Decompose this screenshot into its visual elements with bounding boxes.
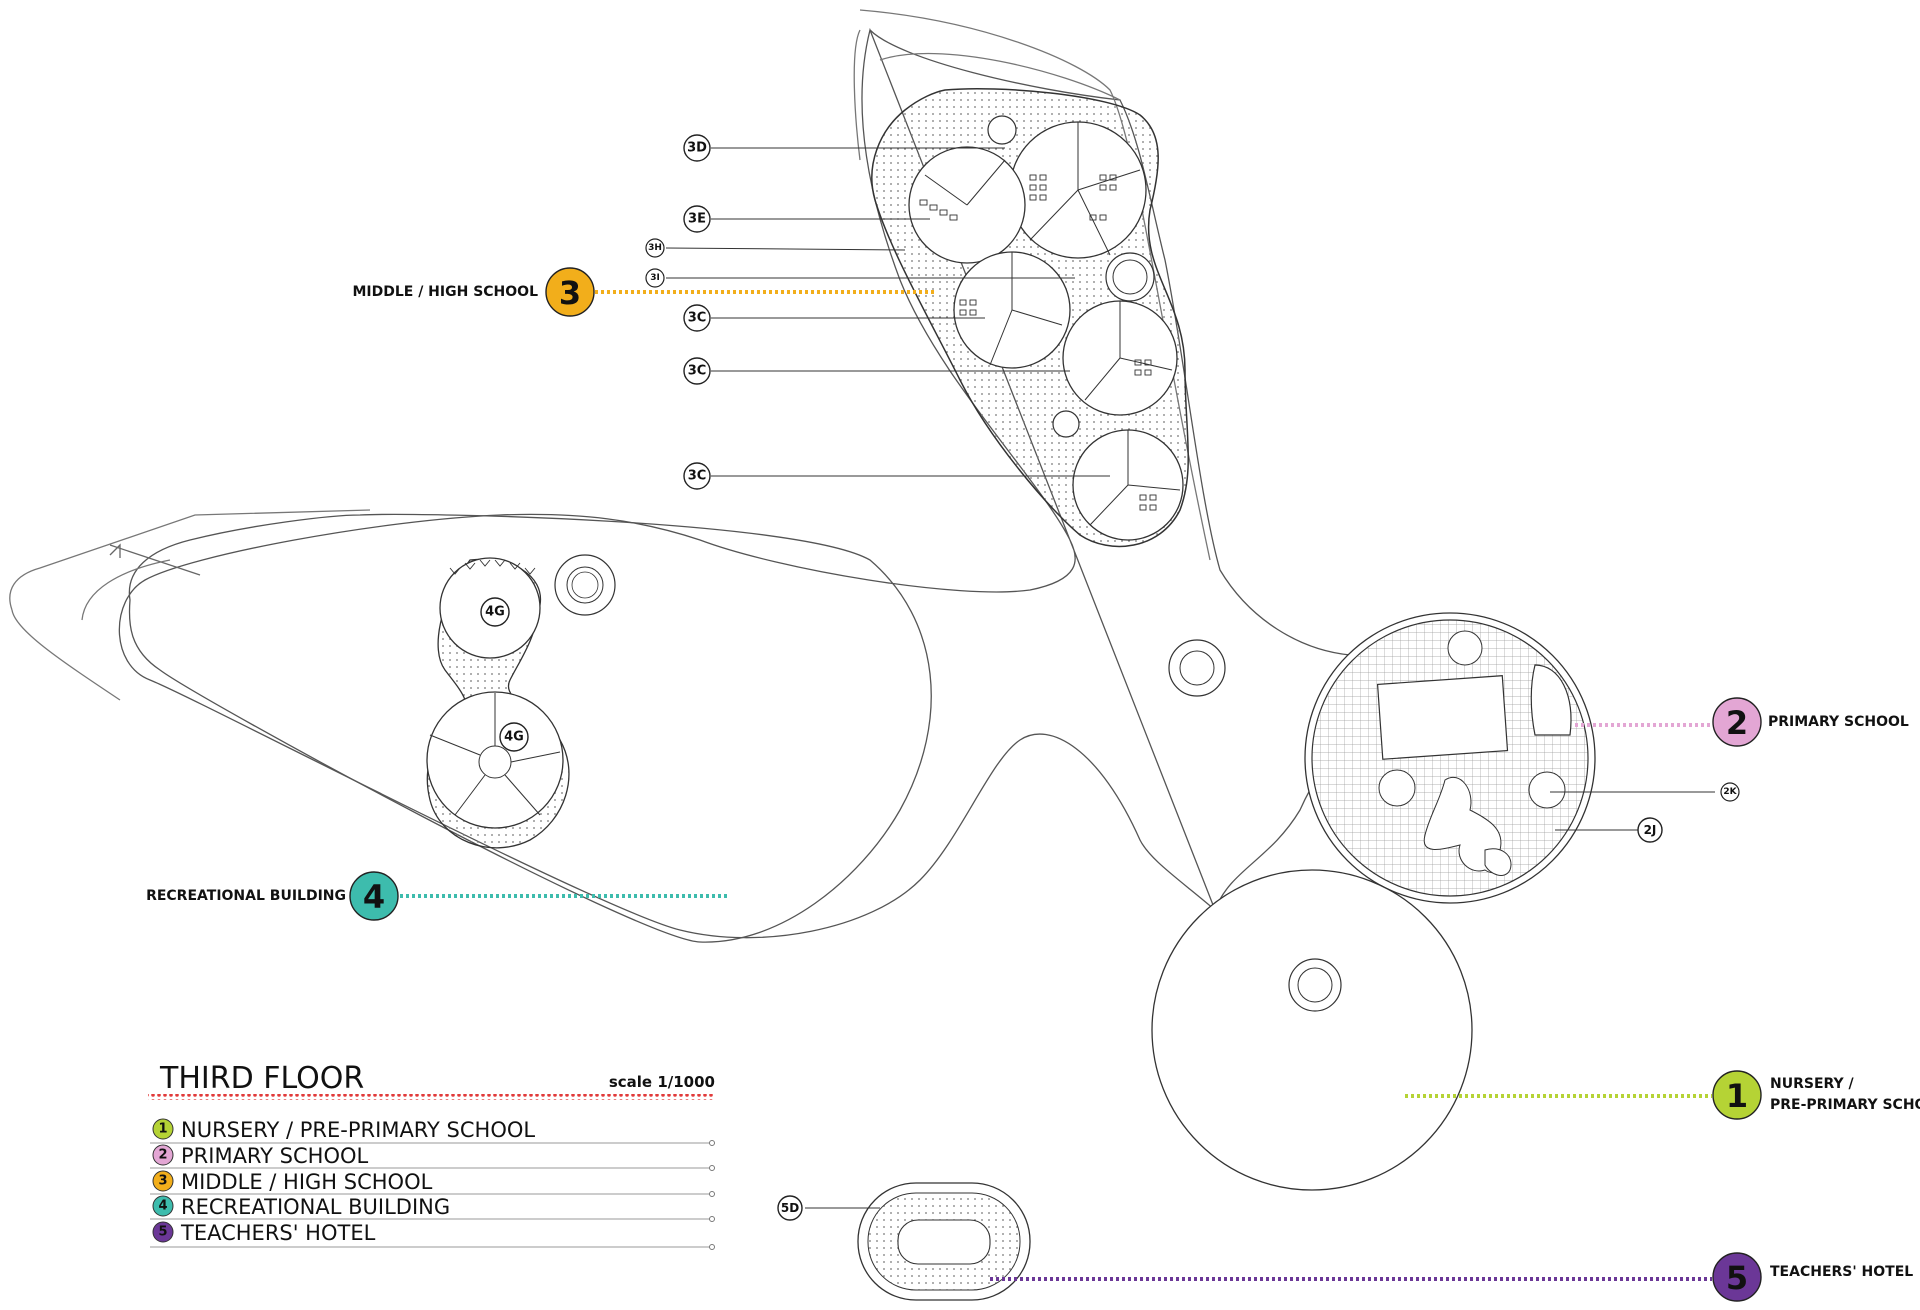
room-tag-3c-1-label: 3C [688,311,707,326]
callout-nursery-label-1: NURSERY / [1770,1076,1855,1092]
callout-middle-school-number: 3 [559,274,581,312]
callout-middle-school: MIDDLE / HIGH SCHOOL 3 [352,267,595,317]
room-tag-4g-2-label: 4G [504,730,524,745]
room-tag-3e: 3E [683,205,711,233]
nursery-block [1151,869,1473,1191]
room-tag-3c-2-label: 3C [688,364,707,379]
middle-school-block [871,88,1190,548]
legend-item-5-label: TEACHERS' HOTEL [180,1221,376,1245]
legend-item-4-label: RECREATIONAL BUILDING [181,1195,450,1219]
callout-hotel-label: TEACHERS' HOTEL [1770,1264,1913,1280]
room-tag-3h: 3H [645,238,665,258]
legend-title-rule [148,1094,713,1100]
callout-hotel: 5 TEACHERS' HOTEL [1712,1252,1913,1302]
callout-nursery-number: 1 [1726,1077,1748,1115]
room-tag-2k-label: 2K [1723,787,1737,797]
room-tag-3d-label: 3D [687,141,707,156]
legend-item-5: 5 TEACHERS' HOTEL [150,1221,715,1250]
legend-item-4-number: 4 [158,1199,167,1214]
callout-recreational-label: RECREATIONAL BUILDING [146,888,346,904]
room-tag-3c-2: 3C [683,357,711,385]
callout-primary-label: PRIMARY SCHOOL [1768,714,1909,730]
legend: THIRD FLOOR scale 1/1000 1 NURSERY / PRE… [148,1061,715,1250]
room-tag-3d: 3D [683,134,711,162]
room-tag-3i: 3I [645,268,665,288]
room-tag-4g-2: 4G [499,722,529,752]
room-tag-3c-1: 3C [683,304,711,332]
recreational-rooms [426,554,616,849]
central-stair [1168,639,1226,697]
room-tag-3i-label: 3I [650,273,660,283]
legend-item-5-number: 5 [158,1225,167,1240]
room-tag-4g-1-label: 4G [485,605,505,620]
primary-school-block [1304,612,1596,904]
leader-lines [665,147,1715,1209]
room-tag-4g-1: 4G [480,597,510,627]
room-tag-3e-label: 3E [688,212,706,227]
callout-middle-school-label: MIDDLE / HIGH SCHOOL [352,284,538,300]
legend-item-1-label: NURSERY / PRE-PRIMARY SCHOOL [181,1118,535,1142]
callout-nursery: 1 NURSERY / PRE-PRIMARY SCHOOL [1712,1070,1920,1120]
site-outline [118,9,1383,939]
legend-item-4: 4 RECREATIONAL BUILDING [150,1195,715,1222]
callout-hotel-number: 5 [1726,1259,1748,1297]
room-tag-3h-label: 3H [648,243,662,253]
callout-recreational-number: 4 [363,878,385,916]
legend-scale: scale 1/1000 [609,1073,715,1091]
callout-primary-number: 2 [1726,704,1748,742]
room-tag-3c-3: 3C [683,462,711,490]
room-tag-2k: 2K [1720,782,1740,802]
room-tag-3c-3-label: 3C [688,469,707,484]
callout-recreational: RECREATIONAL BUILDING 4 [146,871,399,921]
legend-title: THIRD FLOOR [159,1061,364,1096]
legend-item-1-number: 1 [158,1122,167,1137]
callout-nursery-label-2: PRE-PRIMARY SCHOOL [1770,1097,1920,1113]
legend-item-2-number: 2 [158,1148,167,1163]
room-tag-5d-label: 5D [781,1201,799,1215]
legend-item-2-label: PRIMARY SCHOOL [181,1144,369,1168]
legend-item-3: 3 MIDDLE / HIGH SCHOOL [150,1170,715,1197]
room-tag-2j: 2J [1637,817,1663,843]
legend-item-3-number: 3 [158,1174,167,1189]
legend-item-1: 1 NURSERY / PRE-PRIMARY SCHOOL [150,1118,715,1146]
legend-item-2: 2 PRIMARY SCHOOL [150,1144,715,1171]
room-tag-5d: 5D [777,1195,803,1221]
hotel-block [857,1182,1031,1301]
callout-lines [400,290,1712,1281]
legend-item-3-label: MIDDLE / HIGH SCHOOL [181,1170,433,1194]
room-tag-2j-label: 2J [1644,823,1657,837]
recreational-capsule [9,509,932,943]
room-tags: 3D 3E 3H 3I 3C 3C 3C 4G 4G 2K 2J 5D [480,134,1740,1221]
callout-primary: 2 PRIMARY SCHOOL [1712,697,1909,747]
